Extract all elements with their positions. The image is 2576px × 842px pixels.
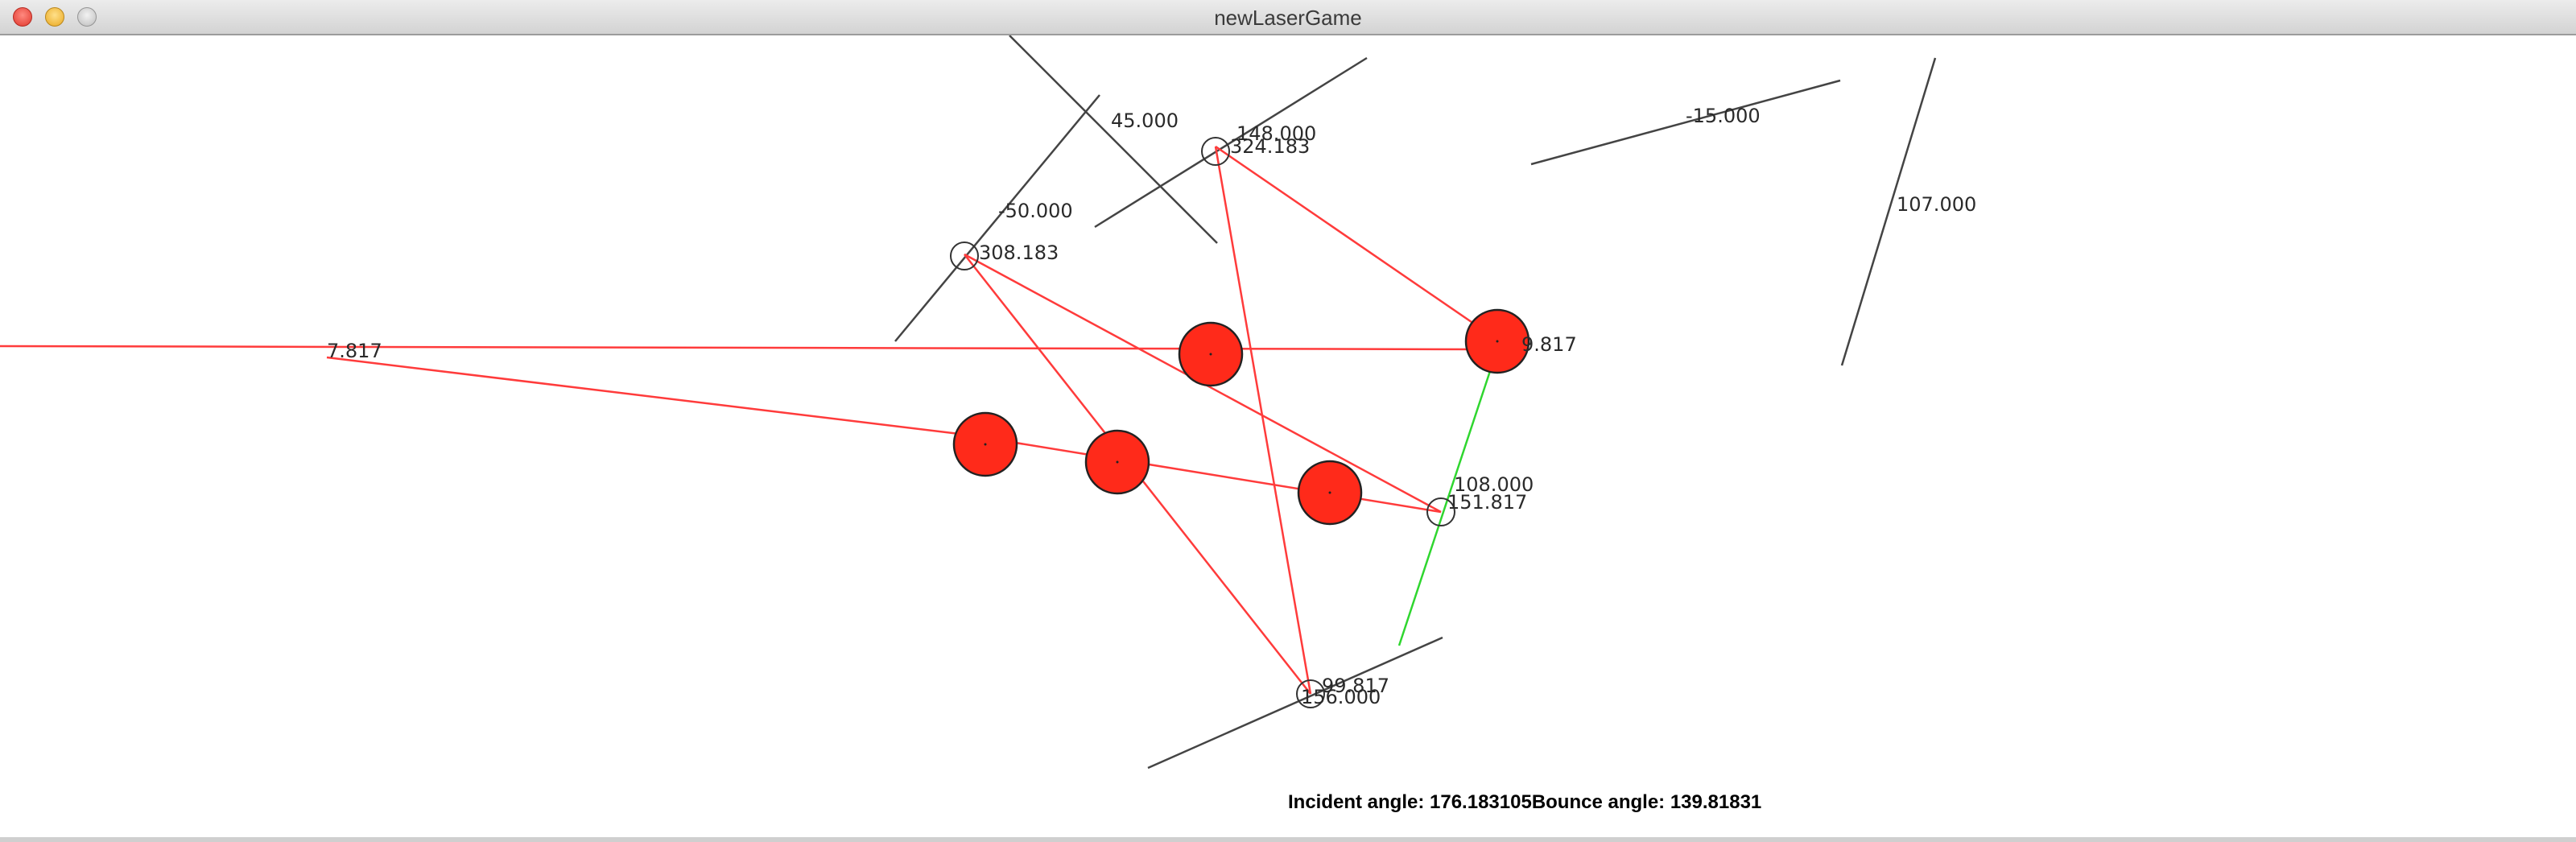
- laser-segment: [0, 345, 1498, 351]
- reflection-angle-label: 9.817: [1521, 333, 1577, 356]
- mirror-angle-label: -50.000: [998, 200, 1073, 222]
- reflection-angle-label: 308.183: [979, 241, 1059, 264]
- window-bottom-edge: [0, 837, 2576, 842]
- laser-segment: [965, 433, 1442, 514]
- minimize-window-button[interactable]: [45, 7, 64, 27]
- target-center-dot: [1209, 353, 1212, 356]
- reflection-angle-label: 7.817: [327, 340, 382, 362]
- angle-status-readout: Incident angle: 176.183105Bounce angle: …: [1288, 791, 1761, 813]
- mirror-d[interactable]: [1530, 79, 1841, 166]
- reflection-point: [1201, 137, 1230, 166]
- mirror-angle-label: 108.000: [1454, 473, 1534, 496]
- mirror-a[interactable]: [1009, 35, 1218, 244]
- mirror-b[interactable]: [894, 94, 1100, 342]
- reflection-point: [1296, 679, 1325, 708]
- mirror-angle-label: 107.000: [1897, 193, 1976, 216]
- laser-segment: [1214, 146, 1312, 695]
- window-titlebar: newLaserGame: [0, 0, 2576, 35]
- game-canvas[interactable]: 45.000 148.000 -50.000 -15.000 107.000 1…: [0, 35, 2576, 837]
- mirror-angle-label: -15.000: [1686, 105, 1761, 127]
- target-center-dot: [984, 443, 987, 446]
- target-center-dot: [1496, 340, 1499, 343]
- mirror-angle-label: 45.000: [1111, 109, 1179, 132]
- target-center-dot: [1328, 491, 1331, 494]
- reflection-angle-label: 151.817: [1447, 491, 1527, 514]
- zoom-window-button[interactable]: [77, 7, 97, 27]
- window-title: newLaserGame: [1214, 6, 1362, 30]
- mirror-e[interactable]: [1840, 57, 1937, 366]
- reflection-angle-label: 99.817: [1322, 675, 1389, 697]
- reflection-point: [1426, 497, 1455, 526]
- reflection-point: [950, 241, 979, 270]
- mirror-angle-label: 148.000: [1236, 122, 1316, 145]
- mirror-angle-label: 156.000: [1301, 686, 1381, 708]
- mirror-c[interactable]: [1094, 56, 1368, 229]
- mirror-f[interactable]: [1147, 636, 1443, 770]
- reflection-angle-label: 324.183: [1230, 135, 1310, 158]
- close-window-button[interactable]: [13, 7, 32, 27]
- laser-segment: [326, 356, 967, 436]
- target-center-dot: [1116, 460, 1119, 464]
- laser-segment: [1215, 145, 1498, 341]
- preview-beam: [1397, 368, 1492, 646]
